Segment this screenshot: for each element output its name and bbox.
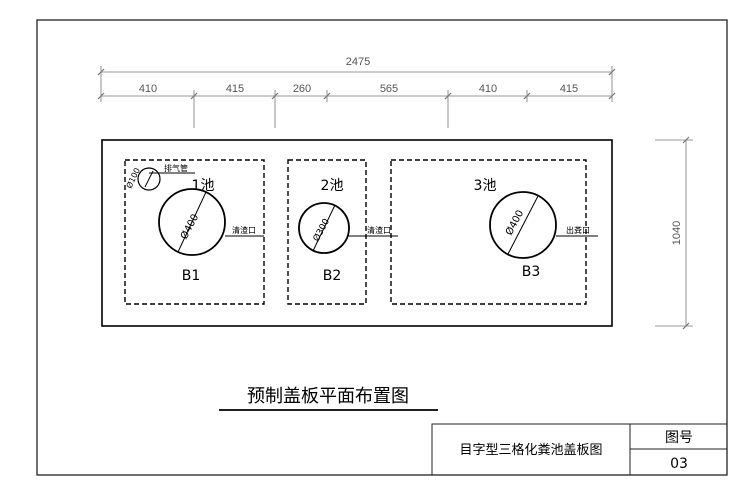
vent-dia-line <box>144 170 154 188</box>
segment-dim: 415 <box>226 83 244 95</box>
overall-height-dim: 1040 <box>671 221 683 245</box>
pool-1-dia-line <box>177 191 207 253</box>
segment-dim: 260 <box>293 83 311 95</box>
pool-2-dia-line <box>312 204 336 252</box>
pool-1-board: B1 <box>182 268 201 284</box>
pool-2-board: B2 <box>323 268 342 284</box>
pool-2-outline <box>287 159 367 305</box>
pool-2-outlet-label: 清渣口 <box>367 225 391 235</box>
pool-3-outline <box>390 159 587 305</box>
pool-1-name: 1池 <box>192 178 215 194</box>
pool-2-dia-label: Ø300 <box>311 217 332 244</box>
pool-1-outline <box>124 159 265 305</box>
pool-3-outlet-label: 出粪口 <box>566 225 590 235</box>
pool-3-dia-line <box>507 195 539 255</box>
segment-dim: 415 <box>560 83 578 95</box>
title-sheet-label: 图号 <box>665 430 693 446</box>
slab-outline <box>101 139 613 327</box>
pool-3-opening <box>489 191 557 259</box>
drawing-caption: 预制盖板平面布置图 <box>247 386 409 407</box>
pool-2-name: 2池 <box>321 178 344 194</box>
title-sheet-number: 03 <box>670 456 688 472</box>
segment-dim: 410 <box>479 83 497 95</box>
vent-pipe-circle <box>137 167 161 191</box>
segment-dim: 565 <box>380 83 398 95</box>
overall-width-dim: 2475 <box>346 56 370 68</box>
pool-3-dia-label: Ø400 <box>503 208 526 237</box>
dimension-lines <box>100 66 693 327</box>
pool-3-name: 3池 <box>474 178 497 194</box>
pool-1-outlet-label: 清渣口 <box>232 225 256 235</box>
vent-dia-label: Ø100 <box>124 166 142 190</box>
pool-2-opening <box>298 202 350 254</box>
title-block <box>431 423 728 476</box>
pool-1-opening <box>158 188 226 256</box>
segment-dim: 410 <box>139 83 157 95</box>
dimension-ticks <box>97 68 690 330</box>
pool-3-board: B3 <box>522 264 541 280</box>
sheet-border <box>36 19 728 476</box>
title-drawing-name: 目字型三格化粪池盖板图 <box>459 442 602 458</box>
pool-1-dia-label: Ø400 <box>178 212 201 241</box>
vent-label: 排气管 <box>164 163 188 173</box>
